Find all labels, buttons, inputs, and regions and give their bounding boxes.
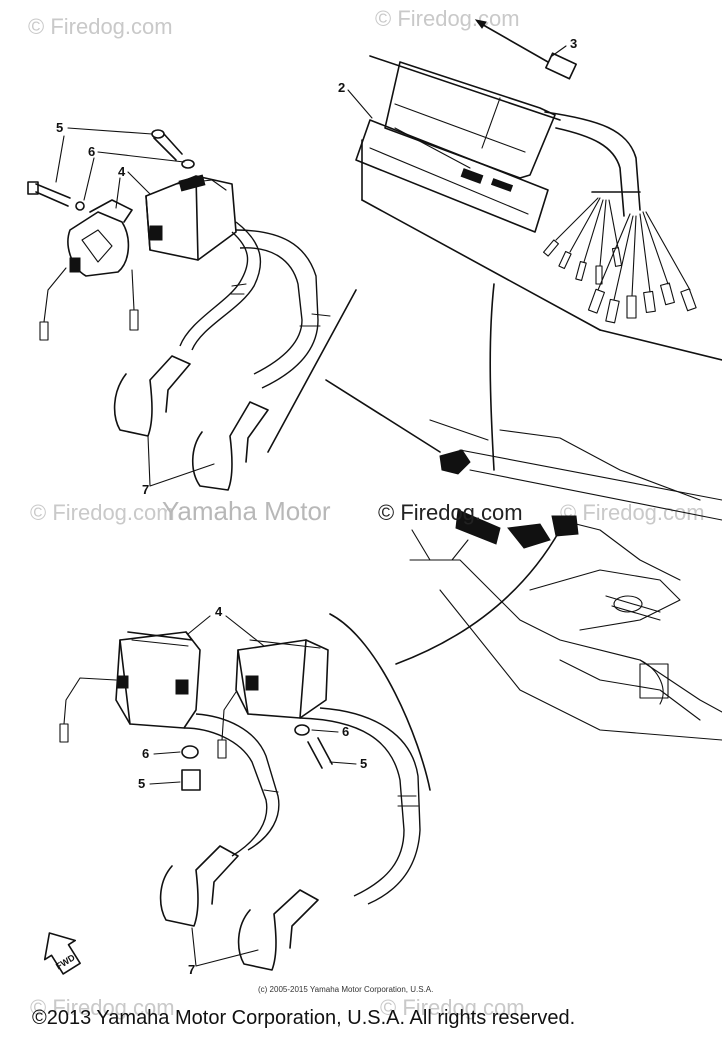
ignition-coils-bottom [59,631,421,971]
watermark-firedog: © Firedog.com [30,500,175,525]
watermark-firedog: © Firedog.com [30,995,175,1020]
watermark-firedog: © Firedog.com [560,500,705,525]
copyright-text: ©2013 Yamaha Motor Corporation, U.S.A. A… [32,1007,575,1029]
callout-6: 6 [142,746,149,761]
watermark-yamaha: Yamaha Motor [162,496,331,526]
wire-harness-leads [543,197,697,324]
watermark-firedog: © Firedog.com [380,995,525,1020]
callout-6: 6 [342,724,349,739]
callout-2: 2 [338,80,345,95]
fwd-label: FWD [54,952,77,972]
small-copyright-notice: (c) 2005-2015 Yamaha Motor Corporation, … [258,985,433,994]
forward-arrow-icon: FWD [43,932,81,975]
callout-4: 4 [215,604,223,619]
callout-5: 5 [360,756,367,771]
callout-7: 7 [142,482,149,497]
callout-3: 3 [570,36,577,51]
callout-5: 5 [138,776,145,791]
watermark-firedog-center: © Firedog.com [378,500,523,525]
frame-location-view [409,283,722,741]
callout-7: 7 [188,962,195,977]
cdi-unit-assembly [355,19,722,361]
watermark-firedog: © Firedog.com [28,14,173,39]
callout-5: 5 [56,120,63,135]
callout-4: 4 [118,164,126,179]
callout-6: 6 [88,144,95,159]
watermark-firedog: © Firedog.com [375,6,520,31]
ignition-coils-top [27,129,331,491]
